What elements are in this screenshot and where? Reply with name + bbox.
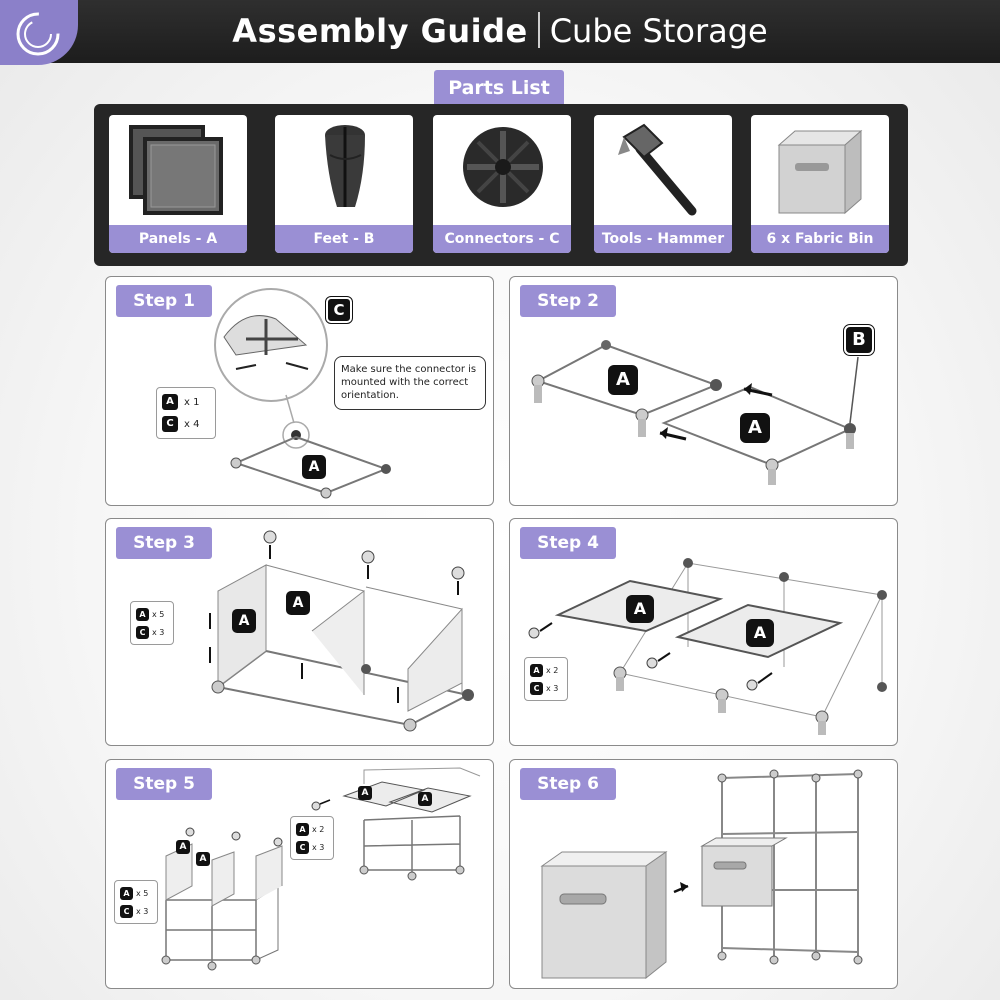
step-6-card: Step 6 [509, 759, 898, 989]
connector-code-icon: C [530, 681, 543, 695]
foot-icon [325, 125, 365, 207]
connector-code-icon: C [296, 840, 309, 854]
part-feet: Feet - B [275, 115, 413, 253]
panel-badge: A [358, 786, 372, 800]
panel-badge: A [176, 840, 190, 854]
panel-badge: A [232, 609, 256, 633]
quantity-text: x 2 [546, 665, 559, 675]
quantity-text: x 3 [136, 906, 149, 916]
title-bold: Assembly Guide [232, 12, 528, 50]
panel-code-icon: A [162, 394, 178, 410]
part-connectors: Connectors - C [433, 115, 571, 253]
connector-code-icon: C [136, 625, 149, 639]
page-title: Assembly Guide Cube Storage [0, 12, 1000, 50]
panel-code-icon: A [120, 886, 133, 900]
step-5-illustration [161, 767, 481, 971]
part-fabric-bin: 6 x Fabric Bin [751, 115, 889, 253]
title-light: Cube Storage [549, 12, 768, 50]
step-4-label: Step 4 [520, 527, 616, 559]
panel-code-icon: A [296, 822, 309, 836]
parts-list-panel: Panels - A Feet - B Connectors - C Tools… [94, 104, 908, 266]
panel-badge: A [418, 792, 432, 806]
circle-swirl-icon [16, 12, 60, 56]
step-3-label: Step 3 [116, 527, 212, 559]
connector-badge: C [325, 296, 353, 324]
panel-icon [129, 125, 223, 215]
part-panels: Panels - A [109, 115, 247, 253]
quantity-text: x 5 [136, 888, 149, 898]
panel-code-icon: A [136, 607, 149, 621]
part-label: Feet - B [275, 225, 413, 253]
part-label: Tools - Hammer [594, 225, 732, 253]
panel-badge: A [740, 413, 770, 443]
step-6-illustration [540, 769, 863, 980]
fabric-bin-icon [777, 129, 863, 215]
step-1-illustration [214, 288, 391, 499]
quantity-text: x 3 [152, 627, 165, 637]
connector-code-icon: C [162, 416, 178, 432]
connector-icon [463, 127, 543, 207]
part-label: Connectors - C [433, 225, 571, 253]
quantity-text: x 3 [312, 842, 325, 852]
quantity-text: x 5 [152, 609, 165, 619]
step-1-label: Step 1 [116, 285, 212, 317]
title-divider [537, 12, 540, 48]
logo [0, 0, 78, 65]
panel-badge: A [302, 455, 326, 479]
part-label: 6 x Fabric Bin [751, 225, 889, 253]
foot-badge: B [843, 324, 875, 356]
panel-badge: A [626, 595, 654, 623]
hammer-icon [618, 123, 697, 216]
step-2-illustration [531, 340, 859, 485]
quantity-text: x 4 [184, 418, 200, 430]
panel-badge: A [608, 365, 638, 395]
panel-badge: A [746, 619, 774, 647]
step-6-label: Step 6 [520, 768, 616, 800]
step-5-label: Step 5 [116, 768, 212, 800]
parts-list-title: Parts List [434, 70, 564, 106]
step-2-label: Step 2 [520, 285, 616, 317]
quantity-text: x 3 [546, 683, 559, 693]
part-tools: Tools - Hammer [594, 115, 732, 253]
header-bar: Assembly Guide Cube Storage [0, 0, 1000, 65]
step-2-card: Step 2 A A B [509, 276, 898, 506]
connector-code-icon: C [120, 904, 133, 918]
panel-code-icon: A [530, 663, 543, 677]
quantity-text: x 1 [184, 396, 200, 408]
panel-badge: A [286, 591, 310, 615]
orientation-callout: Make sure the connector is mounted with … [334, 356, 486, 410]
quantity-text: x 2 [312, 824, 325, 834]
part-label: Panels - A [109, 225, 247, 253]
panel-badge: A [196, 852, 210, 866]
